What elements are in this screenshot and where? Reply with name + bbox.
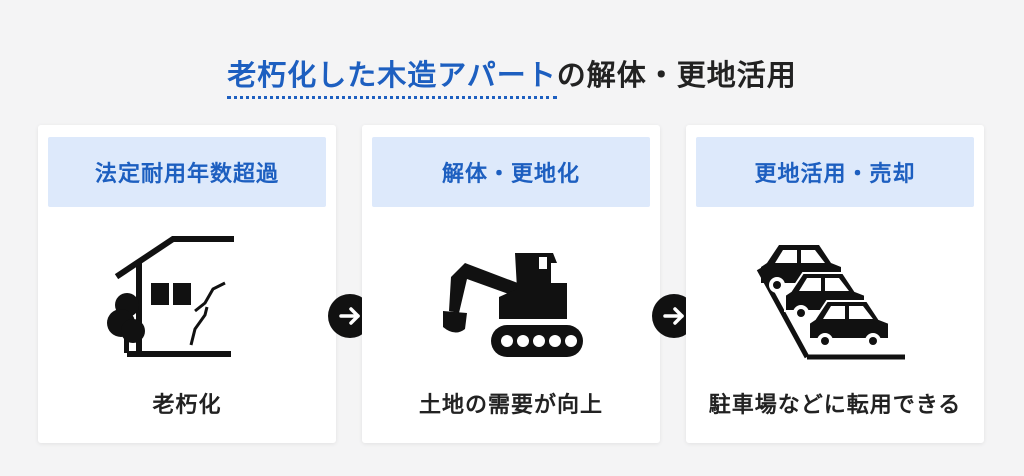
step-caption-1: 老朽化 (152, 393, 222, 418)
excavator-icon (421, 233, 601, 363)
step-card-3: 更地活用・売却 (686, 125, 984, 443)
old-house-icon (97, 233, 277, 363)
page-title: 老朽化した木造アパートの解体・更地活用 (0, 52, 1024, 99)
title-highlight: 老朽化した木造アパート (227, 58, 557, 99)
step-card-1: 法定耐用年数超過 老朽化 (38, 125, 336, 443)
step-caption-3: 駐車場などに転用できる (708, 393, 962, 418)
step-caption-2: 土地の需要が向上 (418, 393, 603, 418)
step-header-3: 更地活用・売却 (696, 137, 974, 207)
step-header-2: 解体・更地化 (372, 137, 650, 207)
title-rest: の解体・更地活用 (556, 58, 797, 92)
parked-cars-icon (745, 233, 925, 363)
step-card-2: 解体・更地化 土地の需要が向上 (362, 125, 660, 443)
step-header-1: 法定耐用年数超過 (48, 137, 326, 207)
